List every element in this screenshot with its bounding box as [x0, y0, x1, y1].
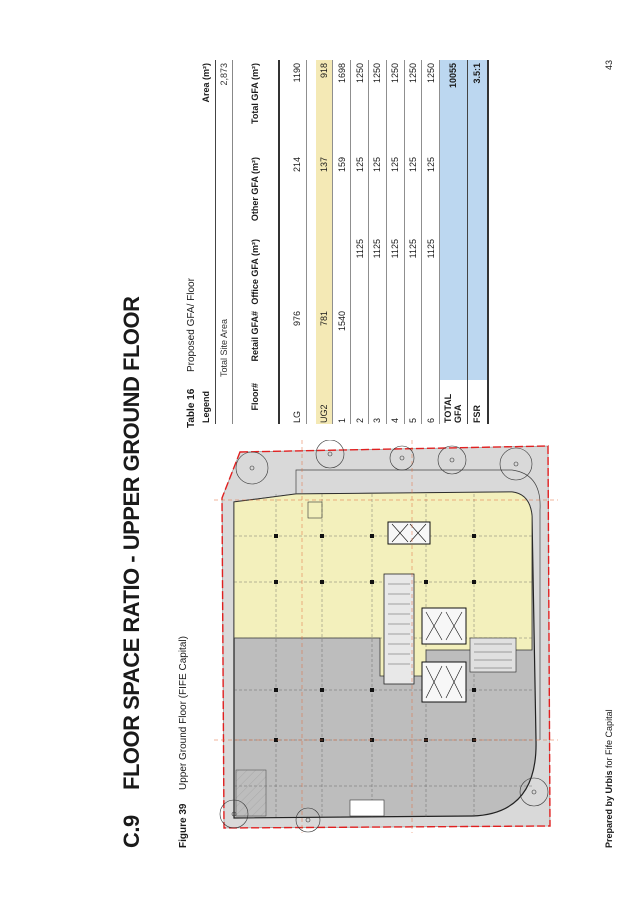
row-floor: UG2 — [315, 380, 333, 424]
gfa-table: Legend Area (m²) Total Site Area 2,873 F… — [198, 60, 489, 424]
row-retail — [421, 308, 440, 380]
row-retail: 976 — [289, 308, 307, 380]
row-retail — [350, 308, 369, 380]
row-office — [315, 236, 333, 308]
row-floor: 5 — [404, 380, 422, 424]
fsr-value: 3.5:1 — [467, 60, 488, 154]
row-other: 125 — [421, 154, 440, 236]
row-total: 1250 — [421, 60, 440, 154]
table-header-legend: Legend Area (m²) — [198, 60, 216, 424]
figure-caption: Upper Ground Floor (FIFE Capital) — [178, 636, 189, 790]
row-total: 1250 — [368, 60, 387, 154]
col-retail: Retail GFA# — [232, 308, 280, 380]
row-total: 918 — [315, 60, 333, 154]
table-row: 6 1125 125 1250 — [421, 60, 440, 424]
table-row: LG 976 214 1190 — [289, 60, 307, 424]
table-row: 5 1125 125 1250 — [404, 60, 422, 424]
row-other: 125 — [350, 154, 369, 236]
row-retail — [386, 308, 405, 380]
upper-ground-floor-plan — [214, 440, 558, 833]
row-floor: LG — [289, 380, 307, 424]
gfa-table-container: Legend Area (m²) Total Site Area 2,873 F… — [198, 60, 489, 424]
footer-credit: Prepared by Urbis for Fife Capital — [604, 709, 614, 848]
table-row: 1 1540 159 1698 — [332, 60, 351, 424]
row-retail: 1540 — [332, 308, 351, 380]
row-other: 125 — [386, 154, 405, 236]
table-row: 3 1125 125 1250 — [368, 60, 387, 424]
table-row: 4 1125 125 1250 — [386, 60, 405, 424]
row-office: 1125 — [386, 236, 405, 308]
driveway-ramp — [295, 469, 541, 740]
footer-client: for Fife Capital — [604, 709, 614, 768]
row-retail: 781 — [315, 308, 333, 380]
lift-core-b — [421, 661, 467, 703]
col-total: Total GFA (m²) — [232, 60, 280, 154]
site-area-label: Total Site Area — [215, 236, 233, 380]
stair-core — [383, 573, 415, 685]
table-caption: Proposed GFA/ Floor — [186, 278, 197, 372]
col-floor: Floor# — [232, 380, 280, 424]
row-total: 1190 — [289, 60, 307, 154]
section-title: FLOOR SPACE RATIO - UPPER GROUND FLOOR — [119, 296, 144, 790]
row-floor: 4 — [386, 380, 405, 424]
col-office: Office GFA (m²) — [232, 236, 280, 308]
table-row: 2 1125 125 1250 — [350, 60, 369, 424]
footer-prepared-by: Prepared by Urbis — [604, 770, 614, 848]
row-other: 125 — [368, 154, 387, 236]
lift-core-a — [421, 607, 467, 645]
row-office — [332, 236, 351, 308]
area-header: Area (m²) — [198, 60, 216, 154]
row-total: 1698 — [332, 60, 351, 154]
row-retail — [368, 308, 387, 380]
page-number: 43 — [604, 59, 614, 70]
row-floor: 2 — [350, 380, 369, 424]
entry-hatch — [235, 769, 267, 817]
row-office: 1125 — [421, 236, 440, 308]
row-other: 159 — [332, 154, 351, 236]
row-floor: 6 — [421, 380, 440, 424]
row-other: 125 — [404, 154, 422, 236]
total-gfa-value: 10055 — [439, 60, 468, 154]
site-area-row: Total Site Area 2,873 — [215, 60, 233, 424]
lift-core-c — [387, 521, 431, 545]
row-total: 1250 — [350, 60, 369, 154]
row-total: 1250 — [404, 60, 422, 154]
row-other: 137 — [315, 154, 333, 236]
total-gfa-label: TOTAL GFA — [439, 380, 468, 424]
col-other: Other GFA (m²) — [232, 154, 280, 236]
site-area-value: 2,873 — [215, 60, 233, 154]
section-number: C.9 — [119, 815, 144, 848]
figure-label: Figure 39 — [178, 803, 189, 848]
row-other: 214 — [289, 154, 307, 236]
row-floor: 3 — [368, 380, 387, 424]
row-office: 1125 — [350, 236, 369, 308]
table-row-highlighted: UG2 781 137 918 — [315, 60, 333, 424]
row-office — [289, 236, 307, 308]
fsr-row: FSR 3.5:1 — [467, 60, 488, 424]
row-retail — [404, 308, 422, 380]
row-floor: 1 — [332, 380, 351, 424]
table-label: Table 16 — [186, 388, 197, 428]
row-total: 1250 — [386, 60, 405, 154]
legend-label: Legend — [198, 380, 216, 424]
column-header-row: Floor# Retail GFA# Office GFA (m²) Other… — [232, 60, 280, 424]
row-office: 1125 — [404, 236, 422, 308]
total-gfa-row: TOTAL GFA 10055 — [439, 60, 468, 424]
row-office: 1125 — [368, 236, 387, 308]
escalator — [469, 637, 517, 673]
site-boundary — [221, 445, 551, 829]
fsr-label: FSR — [467, 380, 488, 424]
